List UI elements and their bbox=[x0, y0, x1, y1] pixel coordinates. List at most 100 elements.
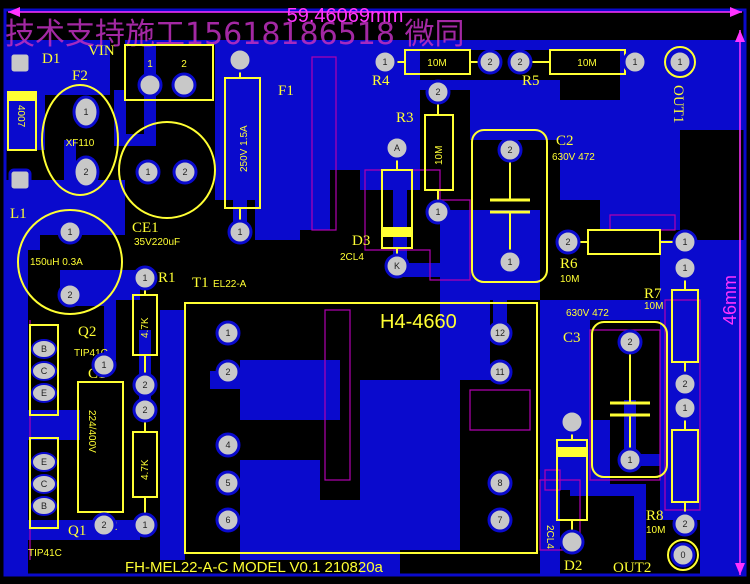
t1-pad-11-label: 11 bbox=[495, 367, 504, 377]
r8-pad-2-label: 2 bbox=[682, 519, 687, 529]
ce1-ref: CE1 bbox=[132, 220, 159, 236]
q2-pin-c-label: C bbox=[41, 366, 48, 376]
l1-pad-2: 2 bbox=[57, 282, 83, 308]
vin-pin-2: 2 bbox=[181, 59, 187, 70]
out2-pad-label: 0 bbox=[680, 550, 685, 560]
c3-pad-1: 2 bbox=[617, 329, 643, 355]
silkscreen bbox=[7, 44, 699, 554]
q2-pad-c: C bbox=[31, 361, 57, 381]
t1-pad-8: 8 bbox=[487, 470, 513, 496]
r1-pad-1: 1 bbox=[132, 265, 158, 291]
t1-pad-4: 4 bbox=[215, 432, 241, 458]
q2-pin-b-label: B bbox=[41, 344, 47, 354]
f2-pad-2: 2 bbox=[72, 155, 100, 189]
model-label: FH-MEL22-A-C MODEL V0.1 210820a bbox=[125, 559, 384, 576]
t1-pad-1-label: 1 bbox=[225, 328, 230, 338]
l1-pad-1-label: 1 bbox=[67, 227, 72, 237]
c2-pad-1-label: 2 bbox=[507, 145, 512, 155]
t1-pad-7-label: 7 bbox=[497, 515, 502, 525]
c3-pad-2-label: 1 bbox=[627, 455, 632, 465]
c3-value: 630V 472 bbox=[566, 308, 609, 319]
t1-pad-2: 2 bbox=[215, 359, 241, 385]
t1-pad-2-label: 2 bbox=[225, 367, 230, 377]
d1-pad-k bbox=[8, 168, 32, 192]
r7-ref: R7 bbox=[644, 286, 662, 302]
c2-value: 630V 472 bbox=[552, 152, 595, 163]
f2-value: XF110 bbox=[66, 138, 95, 149]
t1-pad-6: 6 bbox=[215, 507, 241, 533]
d3-value: 2CL4 bbox=[340, 252, 364, 263]
r5-pad-1-label: 2 bbox=[517, 57, 522, 67]
q2-value: TIP41C bbox=[74, 348, 108, 359]
l1-pad-1: 1 bbox=[57, 219, 83, 245]
q1-pad-b: B bbox=[31, 496, 57, 516]
f1-pad-2-label: 1 bbox=[237, 227, 242, 237]
r7-pad-1-label: 1 bbox=[682, 263, 687, 273]
r2-pad-1: 2 bbox=[132, 397, 158, 423]
c2-pad-2: 1 bbox=[497, 249, 523, 275]
out2-pad: 0 bbox=[667, 539, 699, 571]
out1-ref: OUT1 bbox=[670, 85, 686, 123]
r6-pad-2-label: 1 bbox=[682, 237, 687, 247]
q1-pad-c: C bbox=[31, 474, 57, 494]
r4-pad-1-label: 1 bbox=[382, 57, 387, 67]
r3-pad-1: 2 bbox=[425, 79, 451, 105]
q1-ref: Q1 bbox=[68, 523, 86, 539]
component-labels: D1 4007 VIN 1 2 F2 XF110 F1 250V 1.5A CE… bbox=[10, 43, 686, 576]
r4-pad-2: 2 bbox=[477, 49, 503, 75]
d3-pad-a: A bbox=[384, 135, 410, 161]
t1-pad-1: 1 bbox=[215, 320, 241, 346]
r8-pad-1-label: 1 bbox=[682, 403, 687, 413]
d2-value: 2CL4 bbox=[544, 525, 555, 549]
f2-pad-2-label: 2 bbox=[83, 167, 88, 177]
out2-ref: OUT2 bbox=[613, 560, 651, 576]
r7-pad-1: 1 bbox=[672, 255, 698, 281]
r3-pad-1-label: 2 bbox=[435, 87, 440, 97]
q1-value: TIP41C bbox=[28, 548, 62, 559]
r8-pad-1: 1 bbox=[672, 395, 698, 421]
f1-pad-1 bbox=[227, 47, 253, 73]
t1-value: EL22-A bbox=[213, 279, 247, 290]
q2-ref: Q2 bbox=[78, 324, 96, 340]
t1-pad-8-label: 8 bbox=[497, 478, 502, 488]
r2-pad-1-label: 2 bbox=[142, 405, 147, 415]
q2-pad-b: B bbox=[31, 339, 57, 359]
t1-ref: T1 bbox=[192, 275, 209, 291]
f2-pad-1-label: 1 bbox=[83, 107, 88, 117]
d2-ref: D2 bbox=[564, 558, 582, 574]
out1-pad: 1 bbox=[664, 46, 696, 78]
q2-pin-e-label: E bbox=[41, 388, 47, 398]
copper-layer bbox=[3, 8, 747, 577]
f2-ref: F2 bbox=[72, 68, 88, 84]
t1-pad-5: 5 bbox=[215, 470, 241, 496]
r2-pad-2: 1 bbox=[132, 512, 158, 538]
l1-pad-2-label: 2 bbox=[67, 290, 72, 300]
r4-pad-1: 1 bbox=[372, 49, 398, 75]
q1-pin-c-label: C bbox=[41, 479, 48, 489]
r4-value: 10M bbox=[427, 58, 446, 69]
r1-ref: R1 bbox=[158, 270, 176, 286]
r1-pad-2-label: 2 bbox=[142, 380, 147, 390]
vin-pin-1: 1 bbox=[147, 59, 153, 70]
q1-pin-e-label: E bbox=[41, 457, 47, 467]
d3-pad-k-label: K bbox=[394, 261, 400, 271]
q2-pad-e: E bbox=[31, 383, 57, 403]
r5-ref: R5 bbox=[522, 73, 540, 89]
r5-pad-2-label: 1 bbox=[632, 57, 637, 67]
t1-pad-12-label: 12 bbox=[495, 328, 505, 338]
r6-ref: R6 bbox=[560, 256, 578, 272]
c3-pad-1-label: 2 bbox=[627, 337, 632, 347]
d2-pad-a bbox=[559, 409, 585, 435]
d1-ref: D1 bbox=[42, 51, 60, 67]
f2-pad-1: 1 bbox=[72, 95, 100, 129]
c3-pad-2: 1 bbox=[617, 447, 643, 473]
t1-pad-11: 11 bbox=[487, 359, 513, 385]
q1-pad-e: E bbox=[31, 452, 57, 472]
r4-ref: R4 bbox=[372, 73, 390, 89]
c1-pad-2-label: 2 bbox=[101, 520, 106, 530]
t1-pad-5-label: 5 bbox=[225, 478, 230, 488]
d3-pad-k: K bbox=[384, 253, 410, 279]
r8-pad-2: 2 bbox=[672, 511, 698, 537]
r6-pad-1-label: 2 bbox=[565, 237, 570, 247]
